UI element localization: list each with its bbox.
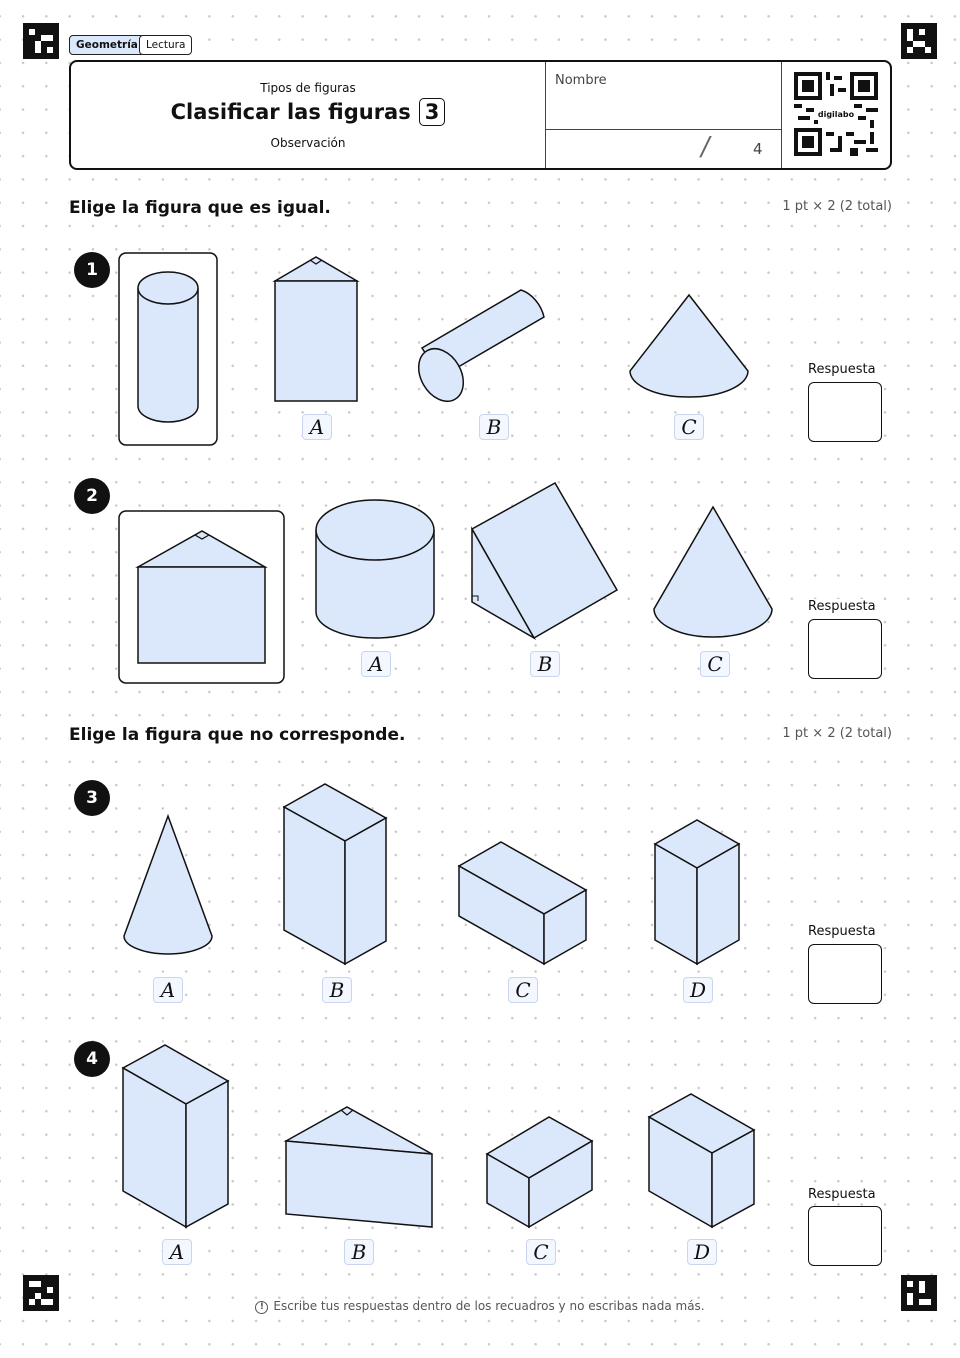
section-points-1: 1 pt × 2 (2 total): [782, 199, 892, 214]
option-label[interactable]: B: [322, 977, 352, 1003]
option-b-figure[interactable]: [279, 780, 391, 968]
option-b-figure[interactable]: [467, 480, 621, 644]
reference-figure: [118, 252, 218, 446]
option-label[interactable]: C: [674, 414, 704, 440]
score-separator: /: [698, 132, 713, 162]
option-c-figure[interactable]: [626, 292, 752, 404]
section-title-1: Elige la figura que es igual.: [69, 198, 335, 218]
section-title-2: Elige la figura que no corresponde.: [69, 725, 410, 745]
footer-text: Escribe tus respuestas dentro de los rec…: [273, 1299, 705, 1313]
worksheet-subtitle: Tipos de figuras: [260, 81, 356, 95]
name-field-label: Nombre: [555, 73, 607, 88]
footer-note: ! Escribe tus respuestas dentro de los re…: [0, 1299, 960, 1314]
score-total: 4: [753, 140, 763, 158]
worksheet-number: 3: [418, 98, 446, 126]
corner-marker-bottom-left: [23, 1275, 59, 1311]
qr-label: digilabo: [817, 110, 855, 119]
option-a-figure[interactable]: [312, 494, 438, 644]
title-text: Clasificar las figuras: [170, 100, 411, 124]
reference-figure: [118, 510, 285, 684]
option-d-figure[interactable]: [651, 816, 743, 968]
option-a-figure[interactable]: [119, 1041, 233, 1231]
divider: [545, 129, 781, 130]
worksheet-mode: Observación: [270, 136, 346, 150]
answer-label: Respuesta: [808, 1187, 876, 1202]
corner-marker-bottom-right: [901, 1275, 937, 1311]
answer-box[interactable]: [808, 619, 882, 679]
qr-code: [794, 72, 878, 156]
option-c-figure[interactable]: [650, 504, 776, 644]
option-label[interactable]: A: [302, 414, 332, 440]
option-a-figure[interactable]: [119, 812, 217, 972]
option-label[interactable]: D: [683, 977, 713, 1003]
answer-label: Respuesta: [808, 599, 876, 614]
answer-label: Respuesta: [808, 362, 876, 377]
question-number: 4: [74, 1041, 110, 1077]
worksheet-title: Clasificar las figuras 3: [71, 98, 545, 126]
corner-marker-top-right: [901, 23, 937, 59]
answer-box[interactable]: [808, 944, 882, 1004]
option-b-figure[interactable]: [281, 1102, 437, 1232]
question-number: 1: [74, 252, 110, 288]
divider: [545, 62, 546, 168]
divider: [781, 62, 782, 168]
option-label[interactable]: B: [530, 651, 560, 677]
option-d-figure[interactable]: [645, 1090, 759, 1231]
tag-reading: Lectura: [139, 35, 193, 55]
option-label[interactable]: C: [508, 977, 538, 1003]
option-label[interactable]: C: [526, 1239, 556, 1265]
option-label[interactable]: A: [162, 1239, 192, 1265]
answer-box[interactable]: [808, 1206, 882, 1266]
info-icon: !: [255, 1301, 269, 1314]
option-b-figure[interactable]: [416, 282, 572, 406]
answer-label: Respuesta: [808, 924, 876, 939]
option-label[interactable]: B: [344, 1239, 374, 1265]
section-points-2: 1 pt × 2 (2 total): [782, 726, 892, 741]
corner-marker-top-left: [23, 23, 59, 59]
option-c-figure[interactable]: [455, 838, 591, 968]
option-label[interactable]: B: [479, 414, 509, 440]
question-number: 3: [74, 780, 110, 816]
option-c-figure[interactable]: [483, 1113, 597, 1231]
option-a-figure[interactable]: [270, 254, 362, 404]
option-label[interactable]: A: [361, 651, 391, 677]
worksheet-header: Tipos de figuras Clasificar las figuras 3…: [69, 60, 892, 170]
question-number: 2: [74, 478, 110, 514]
answer-box[interactable]: [808, 382, 882, 442]
tag-geometry: Geometría: [69, 35, 145, 55]
option-label[interactable]: C: [700, 651, 730, 677]
name-field[interactable]: [545, 62, 781, 129]
option-label[interactable]: A: [153, 977, 183, 1003]
option-label[interactable]: D: [687, 1239, 717, 1265]
